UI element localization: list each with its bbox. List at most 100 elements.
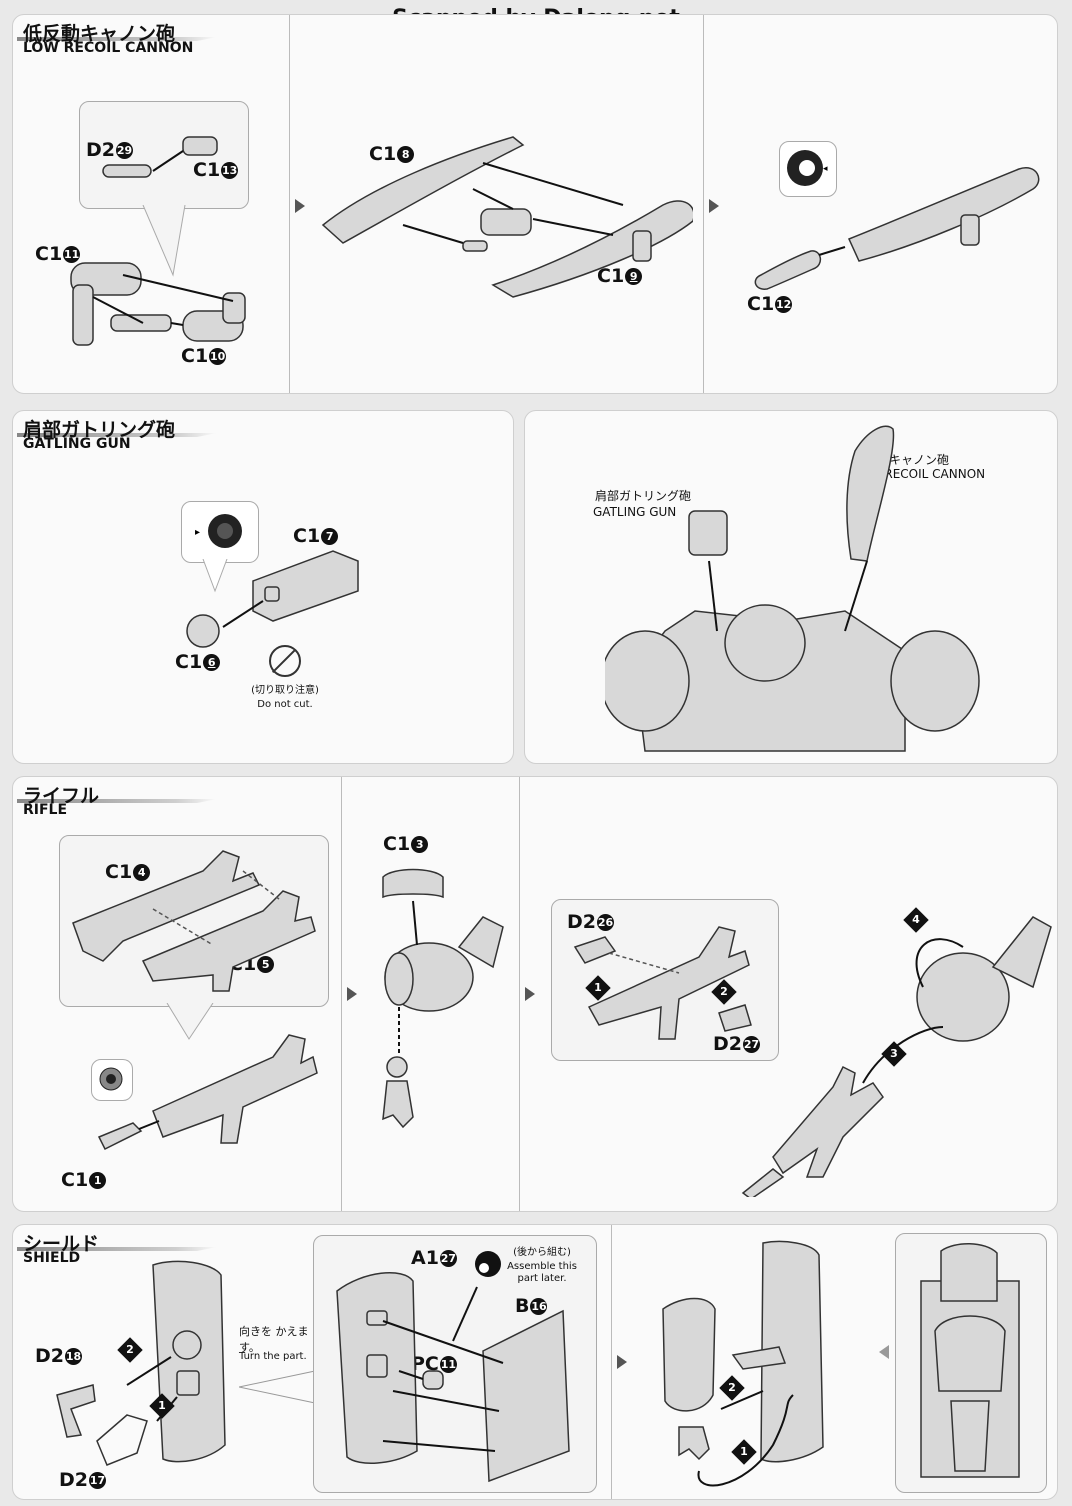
svg-text:◂: ◂ bbox=[823, 164, 828, 174]
part-number: 10 bbox=[209, 348, 227, 365]
part-number: 12 bbox=[775, 296, 793, 313]
part-number: 26 bbox=[597, 914, 614, 931]
step-badge: 2 bbox=[117, 1337, 143, 1363]
part-code: D2 bbox=[35, 1345, 64, 1367]
shield-inner-drawing bbox=[336, 1271, 570, 1483]
assemble-later-en: Assemble this part later. bbox=[507, 1261, 577, 1284]
cannon-grip-parts-drawing bbox=[70, 136, 246, 346]
turn-note-en: Turn the part. bbox=[239, 1351, 307, 1362]
part-number: 13 bbox=[221, 162, 239, 179]
next-step-arrow bbox=[709, 199, 719, 213]
mount-label-gatling-jp: 肩部ガトリング砲 bbox=[595, 489, 692, 503]
step-number: 2 bbox=[126, 1343, 134, 1356]
do-not-cut-note-jp: (切り取り注意) bbox=[251, 685, 319, 696]
next-step-arrow bbox=[347, 987, 357, 1001]
part-number: 9 bbox=[625, 268, 643, 285]
part-code: C1 bbox=[61, 1169, 89, 1191]
section-title-en: LOW RECOIL CANNON bbox=[23, 40, 194, 56]
step-divider bbox=[703, 15, 704, 393]
part-number: 6 bbox=[203, 654, 221, 671]
polycap-icon bbox=[475, 1251, 501, 1277]
part-number: 3 bbox=[411, 836, 429, 853]
do-not-cut-icon bbox=[269, 645, 301, 677]
part-code: C1 bbox=[193, 159, 221, 181]
section-title-bar bbox=[17, 37, 217, 41]
part-number: 11 bbox=[63, 246, 81, 263]
section-title-bar bbox=[17, 433, 217, 437]
rifle-assembled-drawing bbox=[97, 1034, 318, 1151]
part-code: C1 bbox=[369, 143, 397, 165]
forearm-hand-drawing bbox=[382, 868, 504, 1129]
part-number: 7 bbox=[321, 528, 339, 545]
part-code: D2 bbox=[713, 1033, 742, 1055]
section-title-jp: ライフル bbox=[23, 785, 100, 807]
part-code: C1 bbox=[35, 243, 63, 265]
next-step-arrow bbox=[525, 987, 535, 1001]
muzzle-closeup bbox=[99, 1067, 123, 1091]
part-code: PC bbox=[411, 1353, 439, 1375]
section-title-bar bbox=[17, 1247, 217, 1251]
part-code: C1 bbox=[181, 345, 209, 367]
part-number: 5 bbox=[257, 956, 275, 973]
step-number: 2 bbox=[728, 1381, 736, 1394]
part-code: C1 bbox=[597, 265, 625, 287]
step-divider bbox=[519, 777, 520, 1211]
step-divider bbox=[341, 777, 342, 1211]
part-code: A1 bbox=[411, 1247, 439, 1269]
section-title-bar bbox=[17, 799, 217, 803]
mount-label-gatling-en: GATLING GUN bbox=[593, 505, 677, 519]
callout-pointer bbox=[142, 205, 186, 277]
part-number: 17 bbox=[89, 1472, 106, 1489]
part-code: D2 bbox=[86, 139, 115, 161]
step-number: 2 bbox=[720, 985, 728, 998]
panel-weapon-mounting: 肩部ガトリング砲 GATLING GUN 低反動キャノン砲 LOW RECOIL… bbox=[524, 410, 1058, 764]
part-number: 27 bbox=[439, 1250, 457, 1267]
callout-pointer bbox=[166, 1003, 214, 1040]
part-code: C1 bbox=[175, 651, 203, 673]
part-number: 27 bbox=[743, 1036, 760, 1053]
detail-callout bbox=[79, 101, 249, 209]
mobile-suit-torso-drawing bbox=[605, 425, 980, 752]
assemble-later-jp: (後から組む) bbox=[513, 1247, 571, 1258]
cannon-body-assembly-drawing bbox=[321, 136, 693, 298]
part-number: 29 bbox=[116, 142, 133, 159]
part-code: D2 bbox=[59, 1469, 88, 1491]
step-badge: 1 bbox=[585, 975, 611, 1001]
shield-arm-mount-drawing bbox=[662, 1240, 824, 1487]
part-number: 4 bbox=[133, 864, 151, 881]
step-badge: 2 bbox=[719, 1375, 745, 1401]
rifle-grip-assembly-drawing bbox=[573, 926, 752, 1040]
socket-closeup: ▸ bbox=[195, 514, 242, 548]
step-divider bbox=[611, 1225, 612, 1499]
section-title-en: RIFLE bbox=[23, 802, 68, 818]
turn-pointer bbox=[239, 1370, 316, 1404]
step-number: 1 bbox=[740, 1445, 748, 1458]
part-number: 11 bbox=[439, 1356, 457, 1373]
do-not-cut-note-en: Do not cut. bbox=[257, 699, 313, 710]
svg-text:▸: ▸ bbox=[195, 527, 200, 538]
section-title-en: GATLING GUN bbox=[23, 436, 131, 452]
rifle-in-hand-drawing bbox=[741, 916, 1052, 1197]
part-number: 18 bbox=[65, 1348, 82, 1365]
step-badge: 1 bbox=[731, 1439, 757, 1465]
step-badge: 4 bbox=[903, 907, 929, 933]
step-divider bbox=[289, 15, 290, 393]
